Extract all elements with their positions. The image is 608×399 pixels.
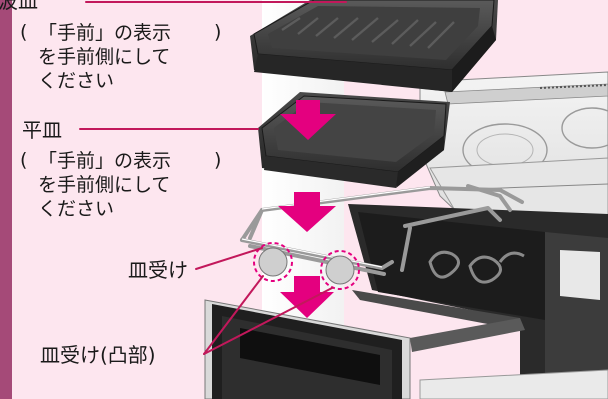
paren-close-2: ) (214, 149, 222, 171)
paren-open-2: ( (20, 149, 28, 171)
note-line: を手前側にして (38, 174, 171, 196)
insert-arrows (278, 100, 336, 318)
grill-cavity (348, 204, 608, 399)
flat-tray-label: 平皿 (22, 118, 62, 142)
wave-tray-label: 波皿 (0, 0, 38, 13)
tray-holder-bump-right (325, 255, 355, 285)
arrow-2 (278, 192, 336, 232)
dashed-circle-right (320, 250, 360, 290)
grill-drawer (204, 290, 608, 399)
side-bar (0, 0, 12, 399)
leader-convex-left (203, 275, 264, 355)
arrow-3 (280, 276, 334, 318)
tray-holder-label: 皿受け (128, 258, 188, 282)
note-line: を手前側にして (38, 46, 171, 68)
paren-open-1: ( (20, 21, 28, 43)
leader-lines (79, 1, 347, 355)
note-line: ください (38, 70, 115, 92)
note-line: ください (38, 198, 115, 220)
note-line: 「手前」の表示 (38, 150, 172, 172)
tray-holder-bump-left (258, 247, 288, 277)
leader-convex-right (203, 287, 333, 355)
dashed-circle-left (253, 242, 293, 282)
note-line: 「手前」の表示 (38, 22, 172, 44)
wave-tray (250, 0, 498, 92)
paren-close-1: ) (214, 21, 222, 43)
wave-tray-note: 「手前」の表示 を手前側にして ください (38, 21, 171, 93)
leader-tray-holder (195, 247, 263, 270)
tray-holder-convex-label: 皿受け(凸部) (40, 343, 156, 367)
wire-rack-highlight (241, 186, 431, 268)
flat-tray-note: 「手前」の表示 を手前側にして ください (38, 149, 171, 221)
arrow-1 (280, 100, 336, 140)
